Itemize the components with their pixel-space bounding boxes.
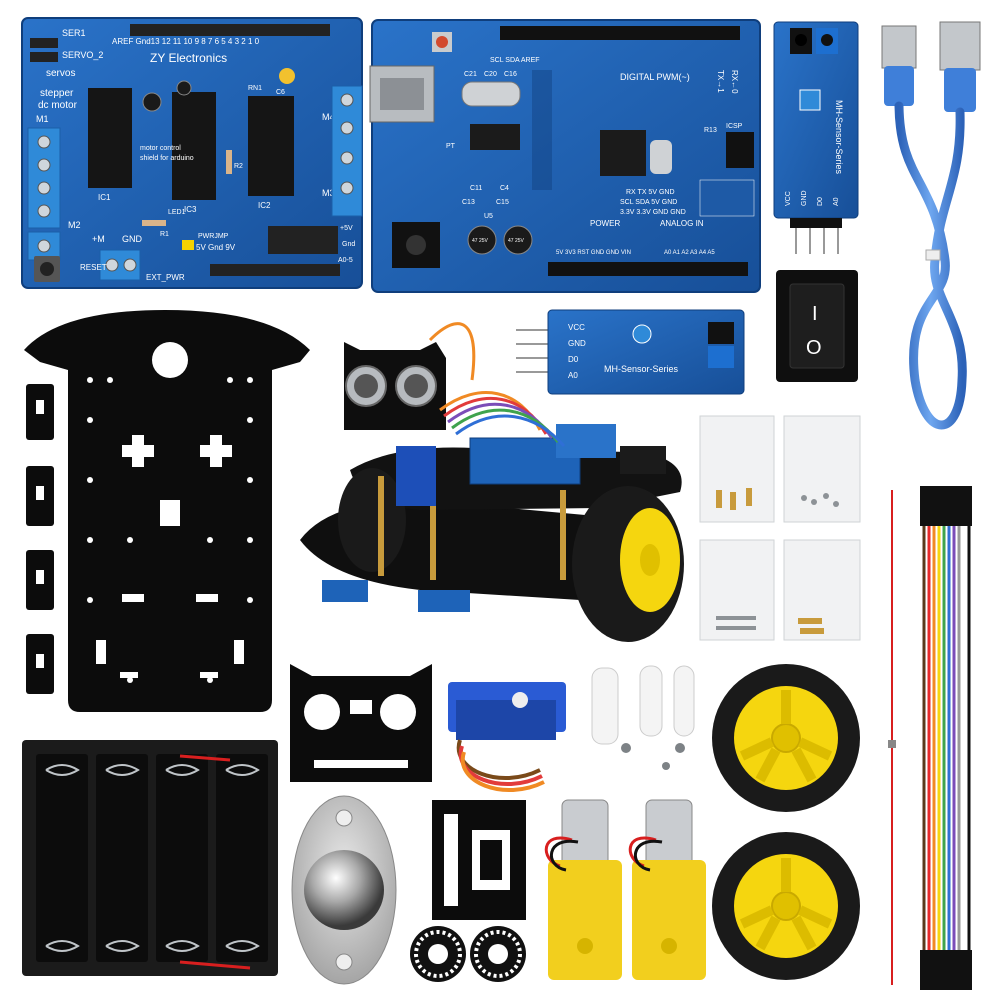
m3-label: M3 — [322, 188, 335, 198]
gear-motor-icon — [544, 799, 622, 980]
reset-label: RESET — [80, 263, 107, 272]
sensor-mid-pin-vcc: VCC — [568, 323, 585, 332]
c6-label: C6 — [276, 89, 285, 96]
sensor-mid-pin-a0: A0 — [568, 371, 578, 380]
rx-tx-5v-gnd-label: RX TX 5V GND — [626, 189, 675, 196]
scl-sda-5v-gnd-label: SCL SDA 5V GND — [620, 199, 677, 206]
power-label: POWER — [590, 219, 620, 228]
encoder-disc-icon — [470, 926, 526, 982]
shield-top-header-label: AREF Gnd13 12 11 10 9 8 7 6 5 4 3 2 1 0 — [112, 37, 260, 46]
gnd2-label: Gnd — [342, 241, 355, 248]
ic1-label: IC1 — [98, 193, 111, 202]
3v3-label: 3.3V 3.3V GND GND — [620, 209, 686, 216]
shield-brand: ZY Electronics — [150, 51, 227, 65]
plus-m-label: +M — [92, 234, 105, 244]
servo2-label: SERVO_2 — [62, 50, 103, 60]
motor-shield-board: AREF Gnd13 12 11 10 9 8 7 6 5 4 3 2 1 0 … — [21, 17, 363, 289]
shield-arduino-text: shield for arduino — [140, 155, 194, 162]
ultrasonic-mount-plate — [290, 664, 432, 782]
stepper-label: stepper — [40, 88, 74, 99]
plus5v-label: +5V — [340, 225, 353, 232]
a0-5-label: A0-5 — [338, 257, 353, 264]
motor-control-text: motor control — [140, 145, 181, 152]
5v-gnd-9v-label: 5V Gnd 9V — [196, 243, 236, 252]
sensor-mid-name: MH-Sensor-Series — [604, 364, 679, 374]
analog-in-label: ANALOG IN — [660, 219, 704, 228]
rn1-label: RN1 — [248, 85, 262, 92]
usb-cable-icon — [881, 21, 981, 430]
cap2-label: 47 25V — [508, 238, 525, 244]
c4-label: C4 — [500, 185, 509, 192]
sensor-top-pin-a0: A0 — [833, 197, 840, 206]
caster-ball-icon — [291, 795, 397, 985]
screw-bag-icon — [699, 415, 861, 641]
ser1-label: SER1 — [62, 28, 86, 38]
icsp-label: ICSP — [726, 123, 743, 130]
c21-label: C21 — [464, 71, 477, 78]
digital-pwm-label: DIGITAL PWM(~) — [620, 72, 690, 82]
pwrjmp-label: PWRJMP — [198, 233, 229, 240]
ir-sensor-module-top: MH-Sensor-Series VCC GND D0 A0 — [773, 21, 859, 254]
servos-label: servos — [46, 68, 75, 79]
power-pins-label: 5V 3V3 RST GND GND VIN — [556, 250, 631, 256]
battery-holder-icon — [22, 740, 278, 976]
c15-label: C15 — [496, 199, 509, 206]
ic3-label: IC3 — [184, 205, 197, 214]
switch-off-mark: O — [806, 337, 822, 359]
sensor-top-name: MH-Sensor-Series — [834, 100, 844, 175]
gnd-label: GND — [122, 234, 143, 244]
m4-label: M4 — [322, 112, 335, 122]
sensor-top-pin-d0: D0 — [817, 197, 824, 206]
ic2-label: IC2 — [258, 201, 271, 210]
rx-label: RX←0 — [730, 70, 739, 94]
gear-motor-icon — [628, 799, 706, 980]
sensor-mid-pin-gnd: GND — [568, 339, 586, 348]
scl-sda-label: SCL SDA AREF — [490, 57, 540, 64]
arduino-uno-board: DIGITAL PWM(~) TX→1 RX←0 SCL SDA AREF C2… — [369, 19, 761, 293]
assembled-robot-car — [300, 322, 684, 642]
switch-on-mark: I — [812, 303, 818, 325]
rocker-switch-icon: I O — [776, 270, 858, 382]
jumper-wires-icon — [888, 486, 972, 990]
switch-mount-frame — [432, 800, 526, 920]
u5-label: U5 — [484, 213, 493, 220]
dc-motor-label: dc motor — [38, 100, 78, 111]
servo-icon — [448, 665, 695, 792]
encoder-disc-icon — [410, 926, 466, 982]
sensor-top-pin-vcc: VCC — [785, 191, 792, 206]
led1-label: LED1 — [168, 209, 186, 216]
c16-label: C16 — [504, 71, 517, 78]
sensor-mid-pin-d0: D0 — [568, 355, 579, 364]
sensor-top-pin-gnd: GND — [801, 190, 808, 206]
c11-label: C11 — [470, 185, 482, 192]
tx-label: TX→1 — [716, 70, 725, 93]
m2-label: M2 — [68, 220, 81, 230]
analog-pins-label: A0 A1 A2 A3 A4 A5 — [664, 250, 715, 256]
ext-pwr-label: EXT_PWR — [146, 273, 185, 282]
ir-sensor-module-middle: VCC GND D0 A0 MH-Sensor-Series — [516, 309, 745, 395]
wheel-icon — [712, 664, 860, 812]
pt-label: PT — [446, 143, 456, 150]
wheel-icon — [712, 832, 860, 980]
c20-label: C20 — [484, 71, 497, 78]
cap1-label: 47 25V — [472, 238, 489, 244]
m1-label: M1 — [36, 114, 49, 124]
r2-label: R2 — [234, 163, 243, 170]
r13-label: R13 — [704, 127, 717, 134]
c13-label: C13 — [462, 199, 475, 206]
r1-label: R1 — [160, 231, 169, 238]
acrylic-chassis-plate — [24, 310, 310, 712]
